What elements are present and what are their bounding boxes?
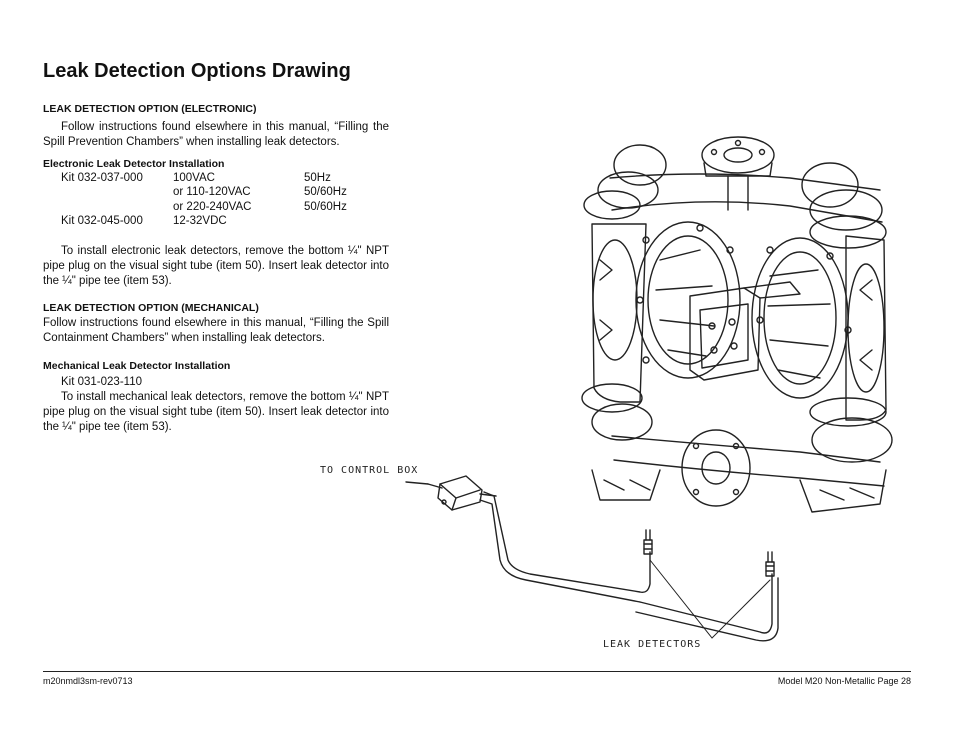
bottom-flange <box>681 429 751 507</box>
leak-detectors-label: LEAK DETECTORS <box>603 639 701 650</box>
mechanical-instructions: To install mechanical leak detectors, re… <box>43 391 389 433</box>
electronic-instructions: To install electronic leak detectors, re… <box>43 245 389 287</box>
bottom-manifold <box>611 435 881 463</box>
leader-lines <box>649 559 771 639</box>
mechanical-heading: LEAK DETECTION OPTION (MECHANICAL) <box>43 302 259 314</box>
right-chamber <box>845 235 887 421</box>
pump-feet <box>591 469 887 513</box>
right-diaphragm-housing <box>751 237 852 399</box>
mechanical-intro: Follow instructions found elsewhere in t… <box>43 317 389 344</box>
kit-frequency: 50Hz <box>304 172 331 184</box>
leak-detector-probe-right <box>765 551 775 577</box>
mechanical-install-heading: Mechanical Leak Detector Installation <box>43 360 231 372</box>
left-chamber <box>591 223 647 403</box>
top-elbows <box>583 144 887 249</box>
kit-voltage: 12-32VDC <box>173 215 227 227</box>
kit-frequency: 50/60Hz <box>304 186 347 198</box>
air-valve <box>689 281 801 381</box>
bottom-elbows <box>581 383 893 463</box>
footer-rule <box>43 671 911 672</box>
leak-detector-probe-left <box>643 529 653 555</box>
left-diaphragm-housing <box>635 221 741 379</box>
kit-number: Kit 032-037-000 <box>61 172 143 184</box>
kit-number: Kit 032-045-000 <box>61 215 143 227</box>
top-manifold <box>609 173 881 191</box>
junction-box <box>405 475 497 511</box>
electronic-intro: Follow instructions found elsewhere in t… <box>43 121 389 148</box>
control-box-label: TO CONTROL BOX <box>320 465 418 476</box>
kit-voltage: 100VAC <box>173 172 215 184</box>
footer-doc-id: m20nmdl3sm-rev0713 <box>43 676 133 686</box>
kit-voltage: or 220-240VAC <box>173 201 252 213</box>
footer-page-info: Model M20 Non-Metallic Page 28 <box>777 676 911 686</box>
electronic-heading: LEAK DETECTION OPTION (ELECTRONIC) <box>43 103 257 115</box>
pump-leak-detector-drawing: TO CONTROL BOX LEAK DETECTORS <box>320 136 893 650</box>
kit-frequency: 50/60Hz <box>304 201 347 213</box>
top-flange <box>701 136 775 211</box>
kit-voltage: or 110-120VAC <box>173 186 251 198</box>
mechanical-kit-number: Kit 031-023-110 <box>61 376 142 388</box>
electronic-install-heading: Electronic Leak Detector Installation <box>43 158 225 170</box>
page-title: Leak Detection Options Drawing <box>43 60 351 82</box>
detector-cables <box>479 491 779 642</box>
